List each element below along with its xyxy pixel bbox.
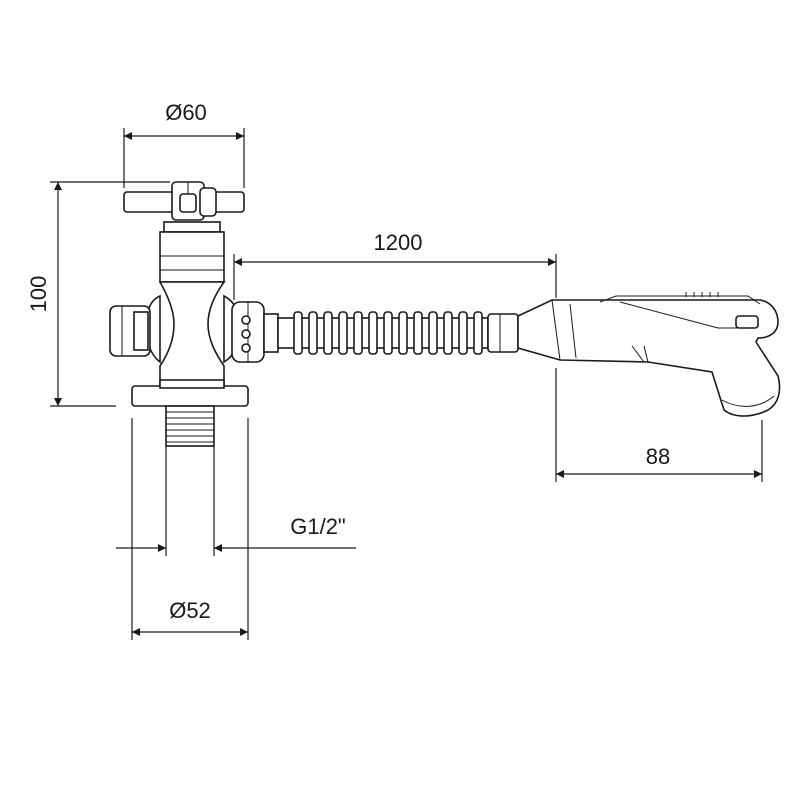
hose-rib (368, 311, 378, 355)
hand-shower (517, 292, 781, 417)
hose-rib (443, 311, 453, 355)
hose-rib (308, 311, 318, 355)
dimension-height: 100 (26, 181, 170, 407)
dimension-handle-diameter: Ø60 (123, 100, 245, 188)
hose-rib (323, 311, 333, 355)
base-diameter-label: Ø52 (169, 598, 211, 623)
hose-rib (383, 311, 393, 355)
dimension-handshower-length: 88 (555, 368, 763, 482)
hose-rib (428, 311, 438, 355)
thread-label: G1/2" (290, 514, 346, 539)
valve-upper-body (159, 221, 225, 283)
handle-diameter-label: Ø60 (165, 100, 207, 125)
hose-rib (353, 311, 363, 355)
hose-length-label: 1200 (374, 230, 423, 255)
valve-center-body (145, 281, 241, 387)
hose-rib (413, 311, 423, 355)
hose-rib (293, 311, 303, 355)
valve-assembly (109, 181, 279, 447)
cross-handle (123, 181, 245, 221)
left-outlet (109, 305, 151, 357)
hose-ribs (293, 311, 483, 355)
height-label: 100 (26, 276, 51, 313)
dimension-hose-length: 1200 (233, 230, 557, 300)
hose-rib (338, 311, 348, 355)
hose-connector-nut (231, 301, 279, 363)
handshower-length-label: 88 (646, 444, 670, 469)
hose-rib (398, 311, 408, 355)
hose-rib (458, 311, 468, 355)
dimension-thread: G1/2" (116, 446, 356, 556)
base-flange (131, 379, 249, 407)
flexible-hose (277, 311, 519, 355)
dimension-base-diameter: Ø52 (131, 418, 249, 640)
hose-rib (473, 311, 483, 355)
threaded-tail (165, 405, 215, 447)
